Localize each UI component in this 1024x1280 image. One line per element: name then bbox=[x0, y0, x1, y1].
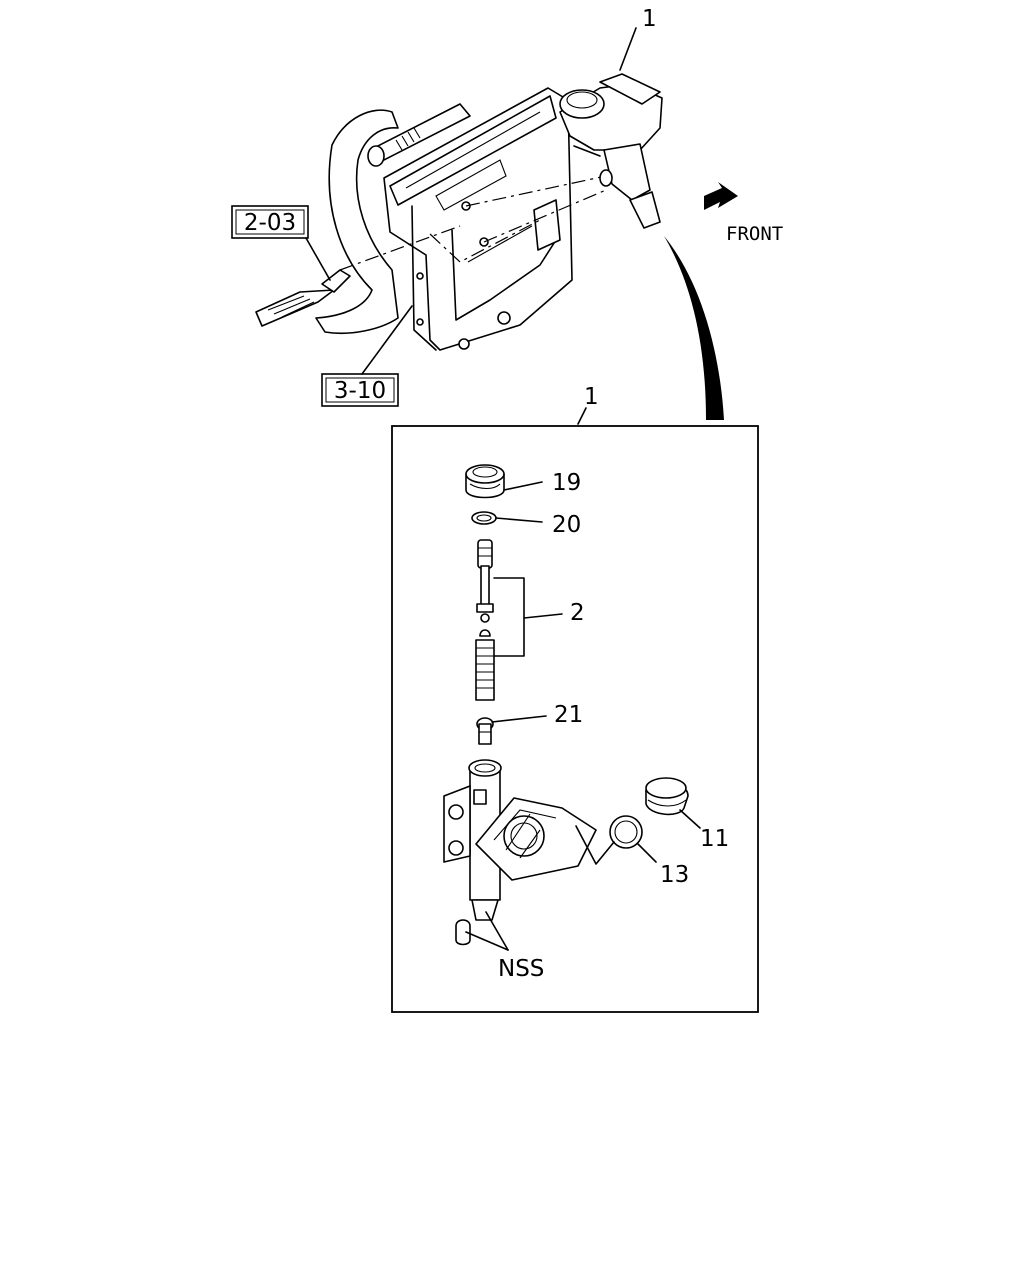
leader-20 bbox=[495, 517, 543, 523]
part-21-plug bbox=[476, 717, 494, 745]
detail-pointer bbox=[664, 236, 724, 420]
pedal-arm bbox=[315, 109, 399, 335]
part-11-cap bbox=[645, 777, 689, 816]
ref-box-bracket bbox=[321, 373, 399, 407]
ref-label-bracket: 3-10 bbox=[334, 378, 386, 404]
leader-ref-pedal bbox=[305, 237, 331, 281]
leader-ref-bracket bbox=[361, 305, 413, 375]
label-11: 11 bbox=[700, 826, 729, 852]
label-21: 21 bbox=[554, 702, 583, 728]
bracket-tab bbox=[533, 199, 561, 251]
pedal-bracket-assembly bbox=[255, 87, 607, 351]
leader-21 bbox=[491, 715, 547, 723]
label-20: 20 bbox=[552, 512, 581, 538]
label-assembly-top: 1 bbox=[642, 6, 657, 32]
leader-13 bbox=[637, 843, 657, 863]
leader-assembly-top bbox=[619, 27, 637, 71]
pedal-bolt bbox=[321, 269, 351, 293]
leader-2 bbox=[523, 613, 563, 619]
leader-19 bbox=[503, 481, 543, 491]
label-nss: NSS bbox=[498, 956, 544, 982]
part-2-piston-kit bbox=[475, 539, 495, 701]
push-rod bbox=[629, 191, 661, 229]
master-cylinder-body bbox=[443, 759, 597, 946]
front-label: FRONT bbox=[726, 223, 783, 245]
label-13: 13 bbox=[660, 862, 689, 888]
ref-box-pedal bbox=[231, 205, 309, 239]
ref-label-pedal: 2-03 bbox=[244, 210, 296, 236]
bracket-back-plate bbox=[383, 87, 573, 351]
detail-box bbox=[391, 425, 759, 1013]
leader-nss-b bbox=[485, 911, 509, 951]
master-cylinder-top bbox=[559, 73, 663, 229]
label-19: 19 bbox=[552, 470, 581, 496]
leader-11 bbox=[679, 809, 701, 829]
part-20-snap-ring bbox=[471, 511, 497, 525]
label-2: 2 bbox=[570, 600, 585, 626]
front-arrow-icon bbox=[704, 182, 738, 210]
bracket-13 bbox=[575, 825, 615, 865]
reservoir-cap bbox=[559, 89, 605, 119]
bracket-2 bbox=[493, 577, 525, 657]
pedal-pad bbox=[255, 289, 335, 327]
leader-nss-a bbox=[465, 931, 509, 951]
leader-assembly-box bbox=[577, 407, 587, 425]
label-assembly-box: 1 bbox=[584, 384, 599, 410]
part-19-boot bbox=[465, 464, 505, 499]
